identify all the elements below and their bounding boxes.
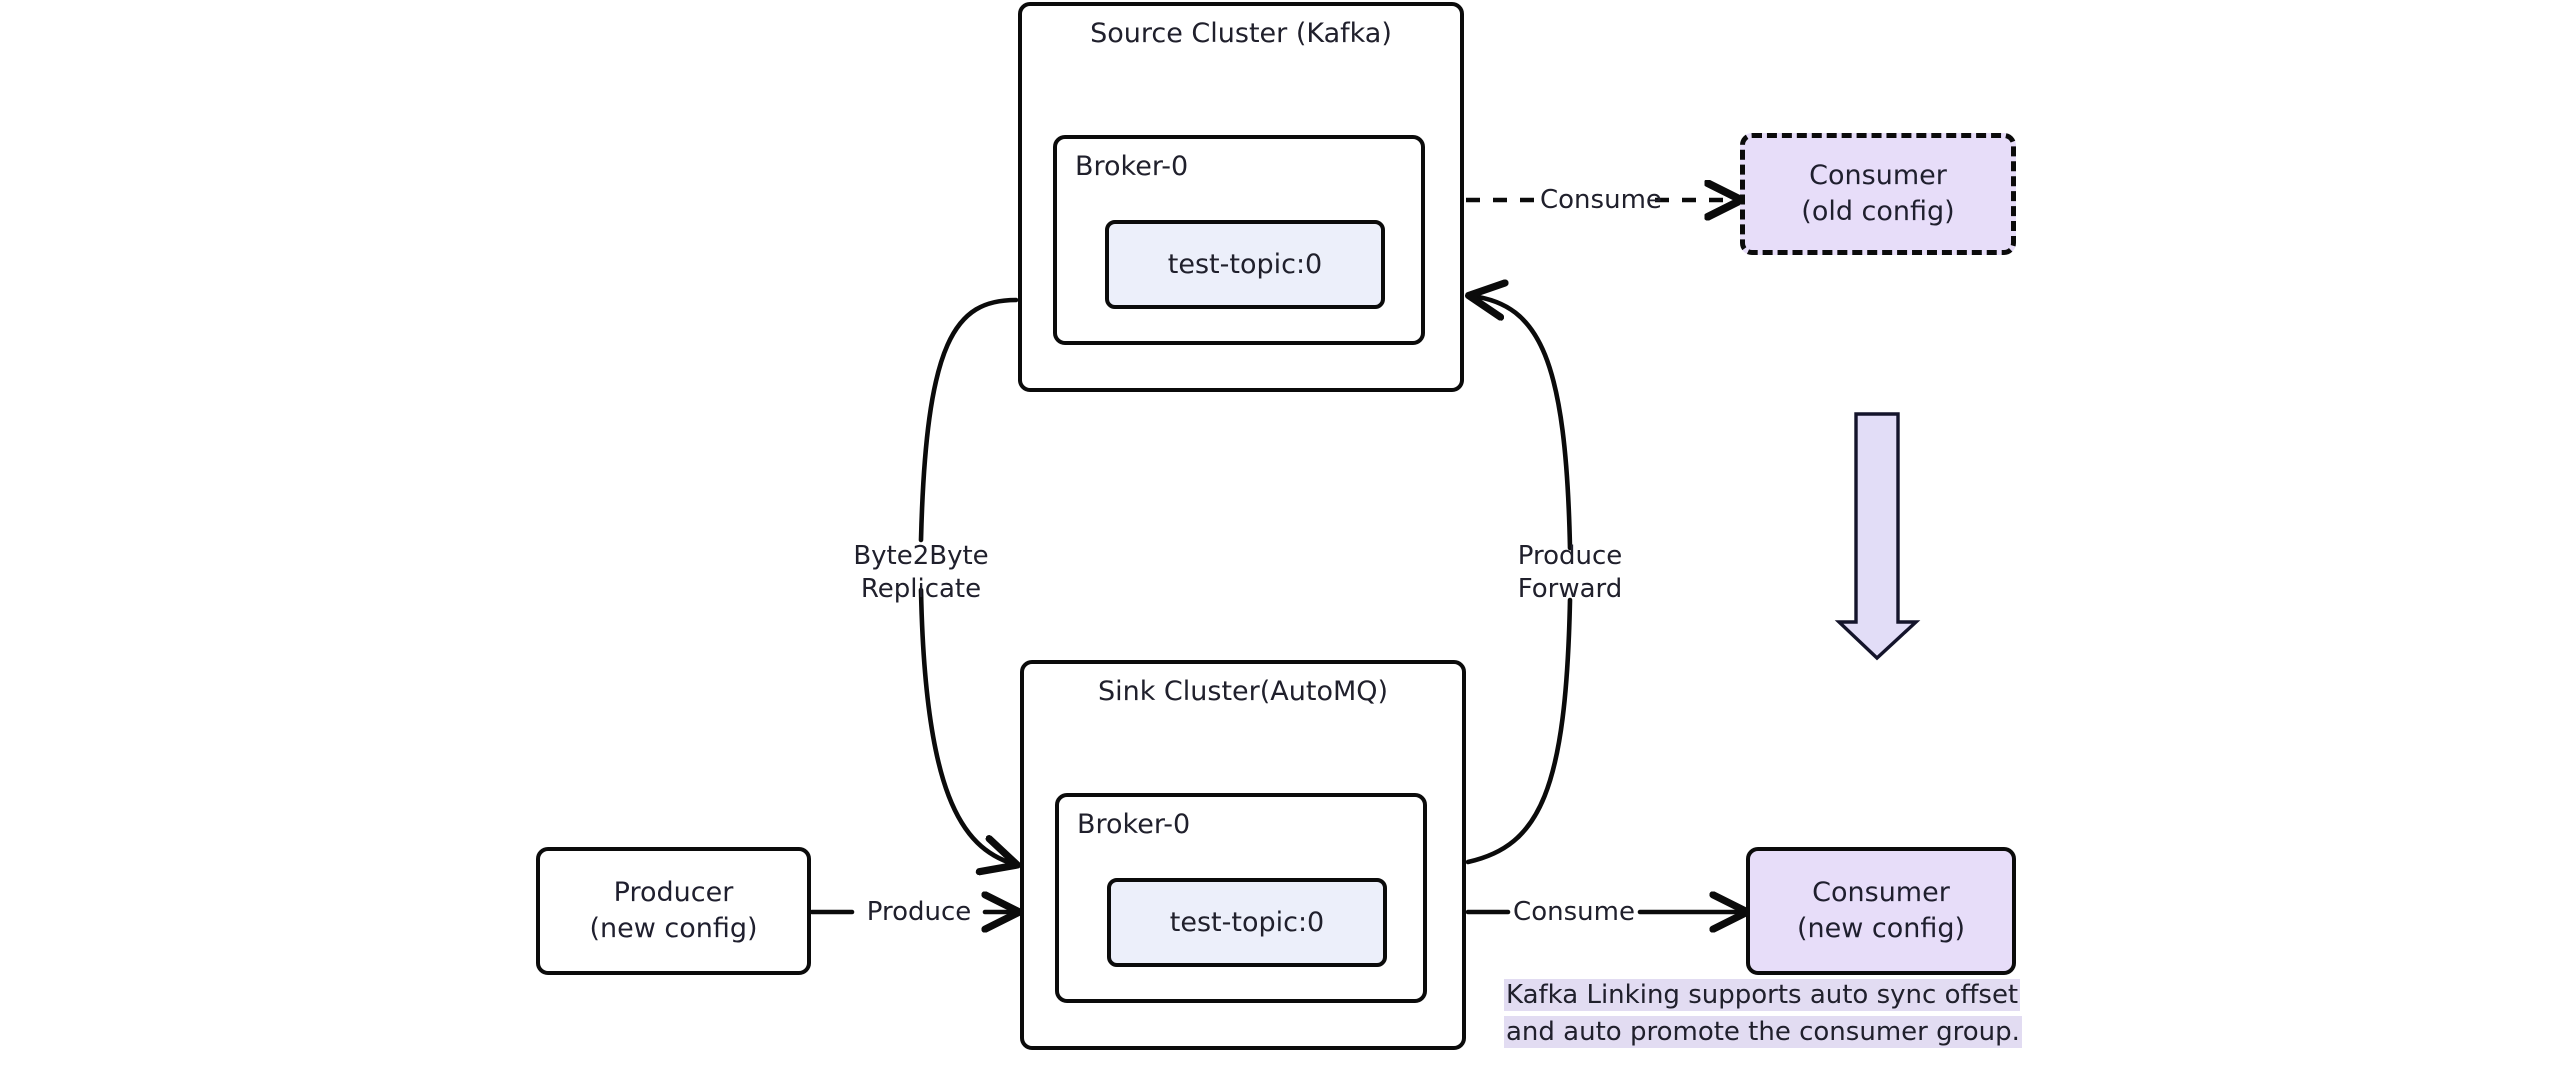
source-cluster-box: Source Cluster (Kafka) Broker-0 test-top… (1018, 2, 1464, 392)
edge-label-produce-forward: Produce Forward (1517, 541, 1623, 605)
source-topic-partition: test-topic:0 (1105, 220, 1385, 309)
edge-produce-forward (1468, 296, 1573, 865)
source-broker-box: Broker-0 test-topic:0 (1053, 135, 1425, 345)
source-broker-title: Broker-0 (1075, 151, 1189, 182)
sink-broker-box: Broker-0 test-topic:0 (1055, 793, 1427, 1003)
consumer-old-config-box[interactable]: Consumer (old config) (1740, 133, 2016, 255)
sink-cluster-box: Sink Cluster(AutoMQ) Broker-0 test-topic… (1020, 660, 1466, 1050)
consumer-new-config-box[interactable]: Consumer (new config) (1746, 847, 2016, 975)
edge-label-consume-new: Consume (1513, 897, 1635, 927)
kafka-linking-note-text: Kafka Linking supports auto sync offset … (1504, 979, 2022, 1048)
edge-label-consume-old: Consume (1540, 185, 1662, 215)
source-cluster-title: Source Cluster (Kafka) (1090, 18, 1392, 49)
sink-broker-title: Broker-0 (1077, 809, 1191, 840)
sink-topic-partition: test-topic:0 (1107, 878, 1387, 967)
block-arrow-down-icon (1834, 412, 1921, 661)
edge-byte2byte-replicate (918, 297, 1016, 864)
kafka-linking-note: Kafka Linking supports auto sync offset … (1504, 977, 2064, 1051)
sink-cluster-title: Sink Cluster(AutoMQ) (1097, 676, 1389, 707)
producer-new-config-box[interactable]: Producer (new config) (536, 847, 811, 975)
edge-label-byte2byte-replicate: Byte2Byte Replicate (853, 541, 989, 605)
edge-label-produce: Produce (866, 897, 972, 927)
